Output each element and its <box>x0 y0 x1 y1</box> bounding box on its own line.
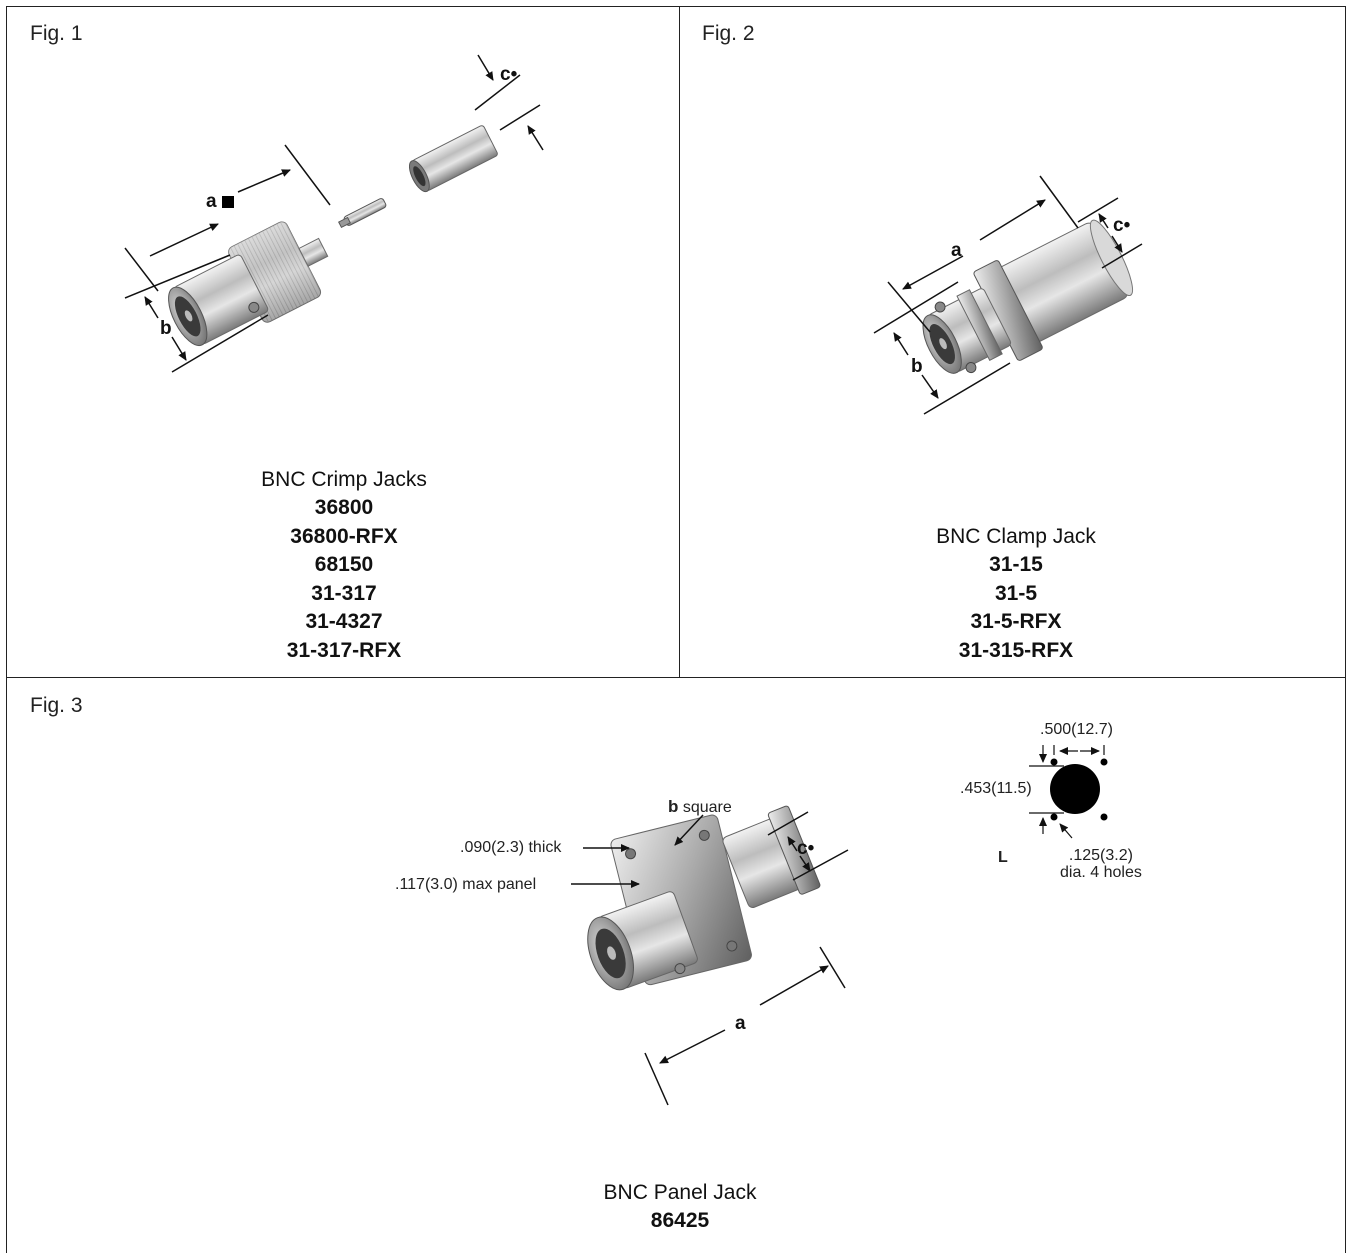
fig3-dim-a-lines <box>644 946 846 1106</box>
fig2-part-number: 31-15 <box>989 553 1043 576</box>
fig3-dim-a-label: a <box>735 1013 746 1034</box>
fig3-part-number: 86425 <box>650 1209 710 1232</box>
fig1-dim-c-label: c• <box>500 64 518 85</box>
fig1-part-number: 31-317-RFX <box>286 638 402 662</box>
fig2-part-number: 31-315-RFX <box>958 638 1074 662</box>
fig1-caption: BNC Crimp Jacks 36800 36800-RFX 68150 31… <box>44 466 644 665</box>
fig3-dim-b-label: b square <box>668 797 732 816</box>
fig2-dim-b-label: b <box>911 356 923 377</box>
fig3-thick-label: .090(2.3) thick <box>460 839 562 856</box>
fig1-dim-b-label: b <box>160 318 172 339</box>
mount-holes-label: .125(3.2) dia. 4 holes <box>1060 847 1142 881</box>
page-frame <box>6 6 1346 1253</box>
dot-marker-icon: • <box>1123 215 1131 236</box>
fig2-part-number: 31-5 <box>994 581 1038 605</box>
vertical-divider <box>679 6 680 677</box>
mount-width-label: .500(12.7) <box>1040 721 1113 738</box>
square-marker-icon <box>221 196 234 208</box>
fig3-label: Fig. 3 <box>30 694 83 717</box>
fig2-dim-a-label: a <box>951 240 962 261</box>
fig1-title: BNC Crimp Jacks <box>261 468 427 491</box>
fig2-dim-c-lines <box>1077 197 1143 269</box>
fig1-part-number: 31-4327 <box>305 610 383 633</box>
fig1-dim-c-lines <box>474 54 544 151</box>
mount-height-label: .453(11.5) <box>960 780 1032 797</box>
fig1-part-number: 31-317 <box>311 581 377 605</box>
fig1-dim-b-lines <box>124 254 269 373</box>
fig2-caption: BNC Clamp Jack 31-15 31-5 31-5-RFX 31-31… <box>716 523 1316 665</box>
fig3-caption: BNC Panel Jack 86425 <box>380 1179 980 1236</box>
fig2-connector-body <box>922 219 1134 374</box>
mount-letter-label: L <box>998 849 1008 866</box>
fig1-part-number: 36800 <box>314 496 374 519</box>
fig1-dim-a-label: a <box>206 191 234 213</box>
fig2-part-number: 31-5-RFX <box>970 610 1062 633</box>
fig2-title: BNC Clamp Jack <box>936 525 1096 548</box>
fig2-dim-c-label: c• <box>1113 215 1131 236</box>
fig3-mount-pattern <box>1029 745 1108 839</box>
fig2-label: Fig. 2 <box>702 22 755 45</box>
fig1-part-number: 36800-RFX <box>290 524 398 548</box>
fig3-panel-label: .117(3.0) max panel <box>395 876 537 893</box>
fig2-dim-b-lines <box>873 281 1011 415</box>
fig1-connector-body <box>168 125 498 347</box>
fig3-dim-c-lines <box>767 811 849 881</box>
fig1-part-number: 68150 <box>314 553 374 576</box>
fig1-label: Fig. 1 <box>30 22 83 45</box>
fig3-dim-c-label: c• <box>797 838 815 859</box>
fig3-leader-lines <box>571 814 704 888</box>
fig3-title: BNC Panel Jack <box>603 1181 757 1204</box>
horizontal-divider <box>6 677 1346 678</box>
dot-marker-icon: • <box>510 64 518 85</box>
fig3-connector-body <box>587 805 821 991</box>
dot-marker-icon: • <box>807 838 815 859</box>
fig1-dim-a-lines <box>124 144 331 292</box>
fig2-dim-a-lines <box>887 175 1079 333</box>
